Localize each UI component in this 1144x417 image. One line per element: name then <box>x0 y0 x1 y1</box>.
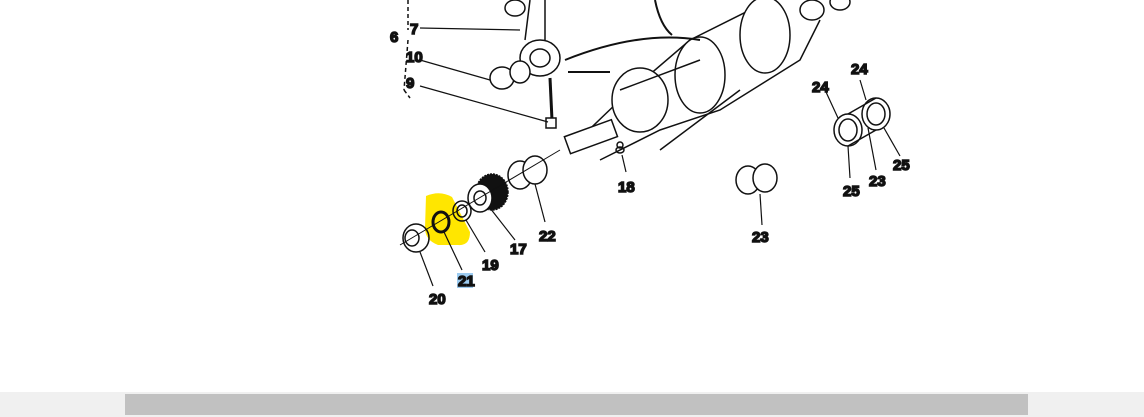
connecting-rod <box>504 0 561 129</box>
washer-19 <box>452 200 472 222</box>
bearing-shell-10 <box>489 60 531 90</box>
callout-6[interactable]: 6 <box>389 28 399 47</box>
callout-23-right[interactable]: 23 <box>868 172 886 191</box>
callout-17[interactable]: 17 <box>509 240 527 259</box>
selected-callout-background <box>457 273 473 288</box>
callout-22[interactable]: 22 <box>538 227 556 246</box>
bushing-20 <box>399 149 561 253</box>
callout-9[interactable]: 9 <box>405 74 415 93</box>
leader-lines <box>419 27 901 287</box>
callout-25-right[interactable]: 25 <box>892 156 910 175</box>
main-bearing-23 <box>735 163 778 195</box>
crankshaft <box>563 0 821 161</box>
thrust-bearing-assembly <box>799 0 891 147</box>
pin-18 <box>615 146 625 154</box>
gear-17 <box>467 173 509 213</box>
o-ring-21 <box>431 210 451 234</box>
callout-7[interactable]: 7 <box>409 20 419 39</box>
callout-23-center[interactable]: 23 <box>751 228 769 247</box>
callout-24-top[interactable]: 24 <box>850 60 869 79</box>
parts-diagram-viewer: 6 7 10 9 18 22 17 19 21 20 23 24 24 25 2… <box>389 0 911 309</box>
callout-18[interactable]: 18 <box>617 178 635 197</box>
group-bracket <box>403 0 411 99</box>
crankshaft-exploded-diagram: 6 7 10 9 18 22 17 19 21 20 23 24 24 25 2… <box>389 0 910 309</box>
callout-19[interactable]: 19 <box>481 256 499 275</box>
assembly-arrows <box>564 0 701 73</box>
callout-24[interactable]: 24 <box>811 78 830 97</box>
callout-25[interactable]: 25 <box>842 182 860 201</box>
bearing-22 <box>507 155 548 190</box>
callout-21[interactable]: 21 <box>457 272 475 291</box>
callout-20[interactable]: 20 <box>428 290 446 309</box>
callout-10[interactable]: 10 <box>405 48 423 67</box>
scrollbar-thumb[interactable] <box>125 394 1028 415</box>
horizontal-scrollbar[interactable] <box>0 392 1144 417</box>
